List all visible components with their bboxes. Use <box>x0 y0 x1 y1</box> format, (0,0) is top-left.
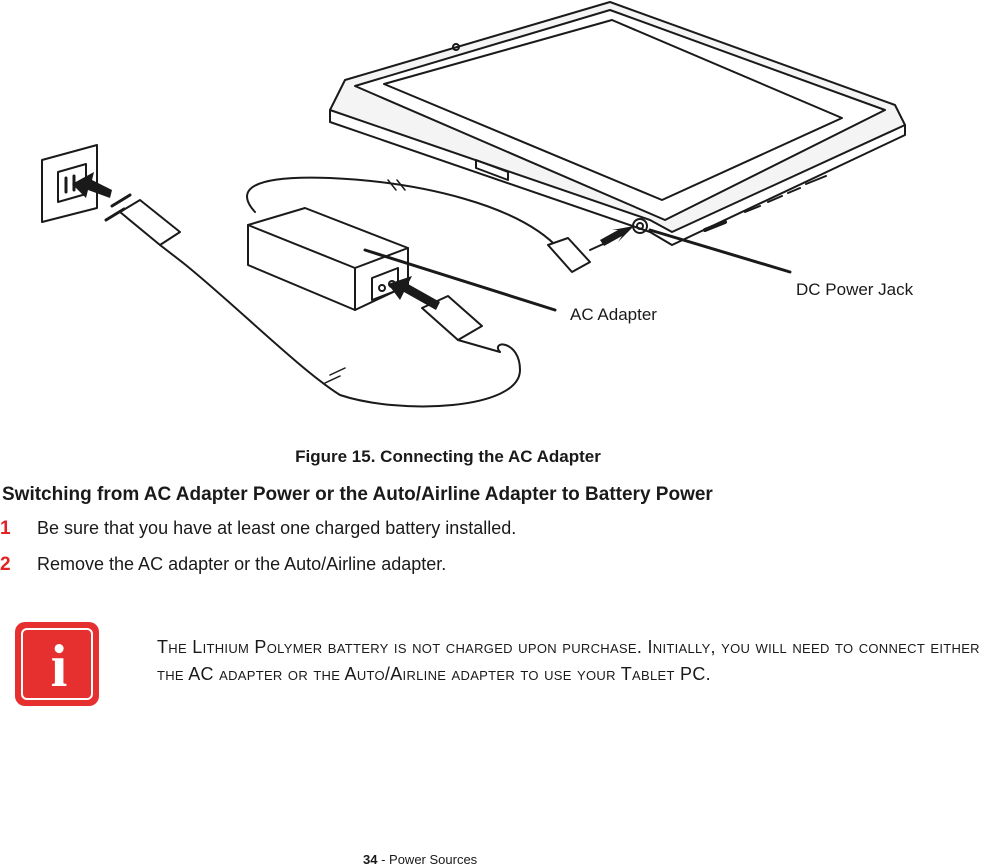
adapter-brick-drawing <box>247 207 409 311</box>
dc-power-jack-label: DC Power Jack <box>796 280 914 299</box>
wall-plug-drawing <box>104 193 183 263</box>
step-text: Be sure that you have at least one charg… <box>37 518 517 538</box>
note-text: The Lithium Polymer battery is not charg… <box>157 637 980 684</box>
adapter-arrow-icon <box>388 276 440 310</box>
adapter-figure: DC Power Jack AC Adapter <box>41 1 914 408</box>
info-icon-frame: i <box>21 628 93 700</box>
plug-arrow-icon <box>72 172 112 198</box>
page-number: 34 <box>363 852 378 867</box>
tablet-drawing <box>329 1 906 246</box>
jack-arrow-icon <box>600 226 634 246</box>
ac-adapter-label: AC Adapter <box>570 305 657 324</box>
wall-outlet-drawing <box>41 144 98 223</box>
footer-section-name: Power Sources <box>389 852 478 867</box>
page-footer: 34 - Power Sources <box>363 852 477 867</box>
info-icon-glyph: i <box>50 633 68 699</box>
section-heading: Switching from AC Adapter Power or the A… <box>2 484 713 505</box>
step-number: 1 <box>0 518 11 539</box>
footer-separator: - <box>377 852 390 867</box>
info-icon: i <box>15 622 99 706</box>
figure-caption: Figure 15. Connecting the AC Adapter <box>295 447 601 466</box>
step-text: Remove the AC adapter or the Auto/Airlin… <box>37 554 447 574</box>
figure-illustration: DC Power Jack AC Adapter <box>41 1 914 408</box>
step-number: 2 <box>0 554 11 575</box>
